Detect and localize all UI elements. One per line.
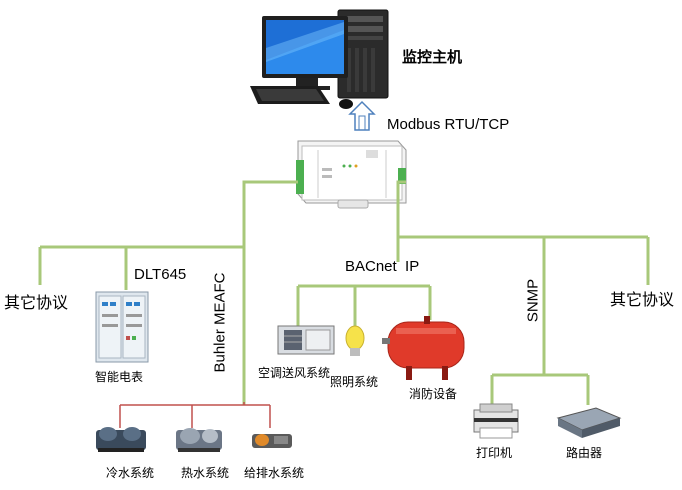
- right-other-protocol-label: 其它协议: [610, 290, 675, 309]
- dlt645-label: DLT645: [134, 266, 187, 283]
- bus-lines: [38, 180, 650, 405]
- snmp-label: SNMP: [524, 278, 542, 323]
- chiller-icon: [96, 427, 146, 452]
- chiller-label: 冷水系统: [106, 466, 155, 480]
- bacnet-label: BACnet IP: [345, 258, 420, 275]
- router-label: 路由器: [566, 446, 603, 460]
- printer-icon: [473, 403, 519, 439]
- heater-label: 热水系统: [181, 466, 230, 480]
- ac-label: 空调送风系统: [258, 366, 331, 380]
- left-other-protocol-label: 其它协议: [4, 293, 69, 312]
- router-icon: [556, 407, 622, 438]
- printer-label: 打印机: [476, 446, 513, 460]
- fire-tank-icon: [382, 316, 465, 380]
- smart-meter-icon: [95, 291, 149, 363]
- gateway-icon: [296, 140, 407, 209]
- uplink-arrow: [348, 100, 376, 131]
- pump-icon: [252, 434, 292, 448]
- host-label: 监控主机: [402, 48, 463, 66]
- uplink-protocol-label: Modbus RTU/TCP: [387, 116, 510, 133]
- light-bulb-icon: [345, 325, 365, 356]
- smart-meter-label: 智能电表: [95, 370, 144, 384]
- buhler-label: Buhler MEAFC: [211, 272, 229, 373]
- fire-equipment-label: 消防设备: [409, 387, 458, 401]
- lighting-label: 照明系统: [330, 375, 379, 389]
- heater-icon: [176, 428, 222, 452]
- ac-unit-icon: [277, 325, 335, 355]
- water-supply-label: 给排水系统: [244, 466, 305, 480]
- red-bus: [119, 402, 271, 428]
- computer-icon: [250, 9, 389, 109]
